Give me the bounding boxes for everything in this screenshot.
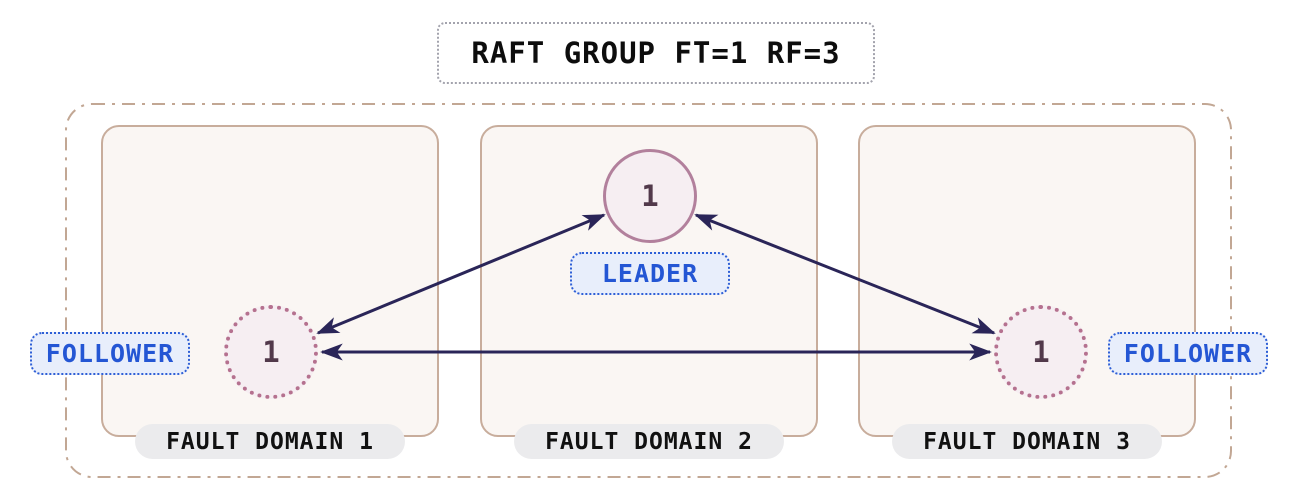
- raft-group-boundary: [65, 103, 1232, 478]
- fault-domain-2-label: FAULT DOMAIN 2: [514, 424, 784, 459]
- fault-domain-1-label: FAULT DOMAIN 1: [135, 424, 405, 459]
- edge-leader-to-follower1: [316, 213, 606, 335]
- edge-leader-to-follower3: [694, 213, 996, 335]
- node-value: 1: [262, 335, 280, 369]
- domain-label-text: FAULT DOMAIN 2: [545, 428, 753, 455]
- role-text: FOLLOWER: [1123, 339, 1253, 368]
- follower-label-domain-1: FOLLOWER: [30, 332, 190, 375]
- role-text: FOLLOWER: [45, 339, 175, 368]
- leader-label-domain-2: LEADER: [570, 252, 730, 295]
- follower-node-domain-1: 1: [224, 305, 318, 399]
- follower-node-domain-3: 1: [994, 305, 1088, 399]
- node-value: 1: [1032, 335, 1050, 369]
- domain-label-text: FAULT DOMAIN 3: [923, 428, 1131, 455]
- fault-domain-3-label: FAULT DOMAIN 3: [892, 424, 1162, 459]
- node-value: 1: [641, 179, 659, 213]
- domain-label-text: FAULT DOMAIN 1: [166, 428, 374, 455]
- follower-label-domain-3: FOLLOWER: [1108, 332, 1268, 375]
- role-text: LEADER: [601, 259, 699, 288]
- diagram-title: RAFT GROUP FT=1 RF=3: [471, 36, 841, 70]
- diagram-title-box: RAFT GROUP FT=1 RF=3: [437, 22, 875, 84]
- leader-node-domain-2: 1: [603, 149, 697, 243]
